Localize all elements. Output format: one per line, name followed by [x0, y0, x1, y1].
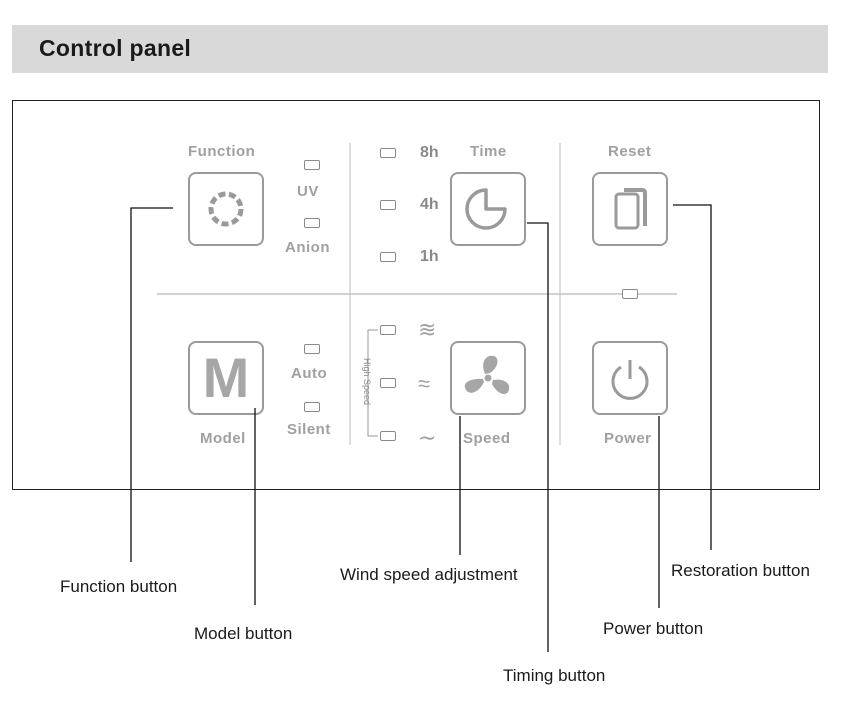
silent-indicator-led: [304, 402, 320, 412]
uv-label: UV: [297, 183, 319, 200]
reset-indicator-led: [622, 289, 638, 299]
anion-label: Anion: [285, 239, 330, 256]
gear-icon: [208, 191, 244, 227]
clock-icon: [465, 188, 507, 230]
anion-indicator-led: [304, 218, 320, 228]
time-4h-label: 4h: [420, 196, 439, 213]
time-8h-label: 8h: [420, 144, 439, 161]
speed-button[interactable]: [450, 341, 526, 415]
uv-indicator-led: [304, 160, 320, 170]
auto-label: Auto: [291, 365, 328, 382]
function-label: Function: [188, 143, 256, 160]
wave-high-icon: ≋: [418, 317, 437, 342]
power-button[interactable]: [592, 341, 668, 415]
speed-medium-led: [380, 378, 396, 388]
wind-speed-callout: Wind speed adjustment: [340, 565, 518, 584]
speed-low-led: [380, 431, 396, 441]
header-bar: Control panel: [12, 25, 828, 73]
auto-indicator-led: [304, 344, 320, 354]
wave-medium-icon: ≈: [418, 371, 431, 396]
timing-button-callout: Timing button: [503, 666, 606, 685]
copy-icon: [614, 188, 647, 230]
fan-icon: [464, 355, 510, 395]
power-label: Power: [604, 430, 652, 447]
control-panel-diagram: [12, 100, 820, 490]
power-icon: [611, 360, 649, 400]
restoration-button-callout: Restoration button: [671, 561, 810, 580]
timing-button[interactable]: [450, 172, 526, 246]
wave-low-icon: ∼: [418, 425, 437, 450]
function-button[interactable]: [188, 172, 264, 246]
speed-label: Speed: [463, 430, 511, 447]
function-button-callout: Function button: [60, 577, 178, 596]
page-title: Control panel: [39, 35, 192, 61]
reset-button[interactable]: [592, 172, 668, 246]
model-button-letter: M: [202, 346, 250, 409]
time-1h-led: [380, 252, 396, 262]
time-1h-label: 1h: [420, 248, 439, 265]
power-button-callout: Power button: [603, 619, 704, 638]
time-4h-led: [380, 200, 396, 210]
silent-label: Silent: [287, 421, 331, 438]
reset-label: Reset: [608, 143, 652, 160]
model-button[interactable]: M: [188, 341, 264, 415]
time-8h-led: [380, 148, 396, 158]
model-button-callout: Model button: [194, 624, 293, 643]
model-label: Model: [200, 430, 246, 447]
time-label: Time: [470, 143, 507, 160]
speed-high-led: [380, 325, 396, 335]
